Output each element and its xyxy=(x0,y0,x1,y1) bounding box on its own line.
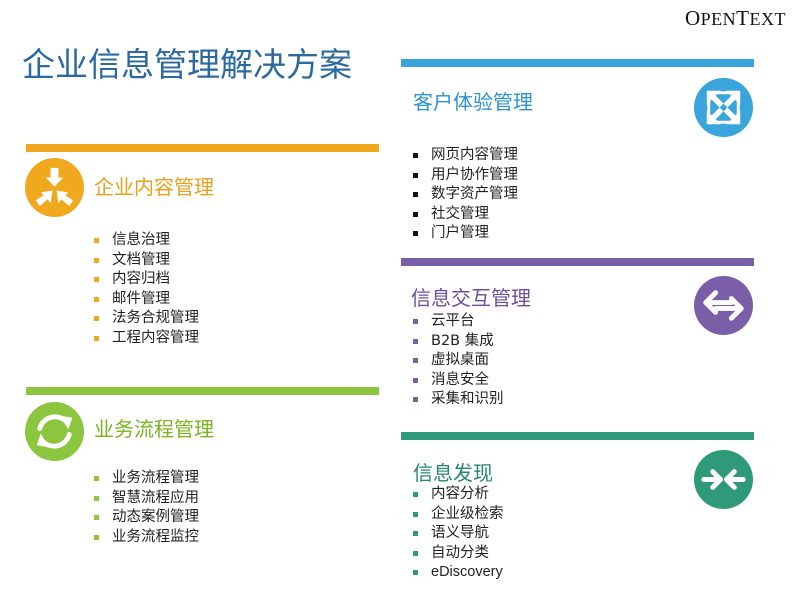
bpm-bar xyxy=(26,387,379,395)
list-item: 云平台 xyxy=(411,312,504,332)
list-item: 企业级检索 xyxy=(411,505,504,525)
list-item: 用户协作管理 xyxy=(411,166,518,186)
iem-list: 云平台 B2B 集成 虚拟桌面 消息安全 采集和识别 xyxy=(411,312,504,410)
iem-bar xyxy=(401,258,754,266)
list-item: 邮件管理 xyxy=(92,290,199,310)
list-item: 门户管理 xyxy=(411,224,518,244)
list-item: 业务流程监控 xyxy=(92,528,199,548)
converge-arrows-icon xyxy=(25,158,84,217)
list-item: eDiscovery xyxy=(411,563,504,583)
cem-bar xyxy=(401,59,754,67)
list-item: 业务流程管理 xyxy=(92,469,199,489)
list-item: 社交管理 xyxy=(411,205,518,225)
ecm-bar xyxy=(26,144,379,152)
inward-arrows-icon xyxy=(694,450,753,509)
list-item: 虚拟桌面 xyxy=(411,351,504,371)
list-item: 工程内容管理 xyxy=(92,329,199,349)
expand-arrows-icon xyxy=(694,78,753,137)
ecm-title: 企业内容管理 xyxy=(94,175,214,199)
list-item: 数字资产管理 xyxy=(411,185,518,205)
list-item: 网页内容管理 xyxy=(411,146,518,166)
list-item: 内容归档 xyxy=(92,270,199,290)
list-item: 动态案例管理 xyxy=(92,508,199,528)
exchange-arrows-icon xyxy=(694,276,753,335)
list-item: B2B 集成 xyxy=(411,332,504,352)
list-item: 语义导航 xyxy=(411,524,504,544)
list-item: 内容分析 xyxy=(411,485,504,505)
bpm-title: 业务流程管理 xyxy=(94,417,214,441)
list-item: 法务合规管理 xyxy=(92,309,199,329)
discovery-title: 信息发现 xyxy=(413,461,493,485)
list-item: 自动分类 xyxy=(411,544,504,564)
list-item: 采集和识别 xyxy=(411,390,504,410)
ecm-list: 信息治理 文档管理 内容归档 邮件管理 法务合规管理 工程内容管理 xyxy=(92,231,199,349)
discovery-bar xyxy=(401,432,754,440)
opentext-logo: OPENTEXT xyxy=(684,6,786,30)
list-item: 信息治理 xyxy=(92,231,199,251)
page-title: 企业信息管理解决方案 xyxy=(22,45,352,84)
cycle-arrows-icon xyxy=(25,402,84,461)
list-item: 文档管理 xyxy=(92,251,199,271)
iem-title: 信息交互管理 xyxy=(411,286,531,310)
list-item: 智慧流程应用 xyxy=(92,489,199,509)
list-item: 消息安全 xyxy=(411,371,504,391)
bpm-list: 业务流程管理 智慧流程应用 动态案例管理 业务流程监控 xyxy=(92,469,199,547)
discovery-list: 内容分析 企业级检索 语义导航 自动分类 eDiscovery xyxy=(411,485,504,583)
cem-title: 客户体验管理 xyxy=(413,90,533,114)
cem-list: 网页内容管理 用户协作管理 数字资产管理 社交管理 门户管理 xyxy=(411,146,518,244)
